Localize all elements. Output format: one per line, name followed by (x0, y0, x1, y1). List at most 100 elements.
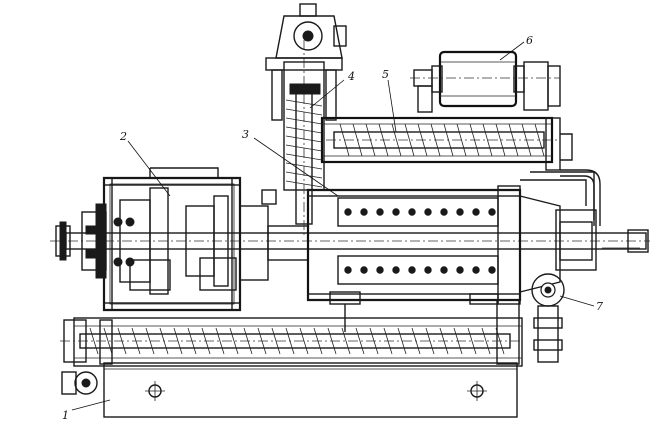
callout-3-label: 3 (242, 128, 249, 141)
screw-flight (355, 327, 365, 355)
screw-flight (159, 327, 169, 355)
drain-valve (329, 291, 499, 332)
mixing-pin (392, 208, 400, 216)
gear-train (119, 187, 237, 295)
screw-flight (243, 327, 253, 355)
screw-flight (495, 327, 505, 355)
mixing-pin (376, 266, 384, 274)
gearbox-housing (102, 167, 242, 312)
screw-flight (534, 123, 545, 157)
screw-flight (285, 135, 323, 143)
mixing-pin (376, 208, 384, 216)
screw-flight (425, 327, 435, 355)
upper-screw-conveyor (320, 116, 573, 171)
screw-flight (469, 123, 480, 157)
screw-flight (215, 327, 225, 355)
screw-flight (229, 327, 239, 355)
screw-flight (285, 117, 323, 125)
screw-flight (417, 123, 428, 157)
mixing-pin (456, 266, 464, 274)
screw-flight (285, 153, 323, 161)
screw-flight (508, 123, 519, 157)
mixing-pin (344, 266, 352, 274)
screw-flight (481, 327, 491, 355)
screw-flight (383, 327, 393, 355)
mixing-pin (360, 208, 368, 216)
callout-5: 5 (382, 68, 397, 133)
right-end-housing (520, 171, 597, 271)
screw-flight (285, 126, 323, 134)
callout-7: 7 (559, 295, 603, 313)
mixing-chamber (306, 185, 561, 305)
callout-2: 2 (119, 130, 171, 197)
callout-5-label: 5 (382, 68, 389, 81)
left-bearings (81, 203, 135, 279)
mixing-pin (440, 208, 448, 216)
screw-flight (285, 180, 323, 188)
screw-flight (103, 327, 113, 355)
screw-flight (89, 327, 99, 355)
mixing-pin (424, 208, 432, 216)
callout-6-label: 6 (526, 34, 533, 47)
transfer-pipe (560, 169, 601, 226)
screw-flight (285, 171, 323, 179)
callout-1-label: 1 (62, 409, 69, 422)
vertical-feed-screw (265, 3, 347, 236)
screw-flight (299, 327, 309, 355)
screw-flight (521, 123, 532, 157)
coupling (239, 189, 309, 281)
screw-flight (187, 327, 197, 355)
screw-flight (145, 327, 155, 355)
callout-7-label: 7 (596, 300, 603, 313)
screw-flight (313, 327, 323, 355)
screw-flight (453, 327, 463, 355)
mixing-pin (488, 266, 496, 274)
callout-6: 6 (499, 34, 533, 61)
mixing-pin (472, 208, 480, 216)
screw-flight (285, 144, 323, 152)
lower-screw-conveyor (60, 327, 520, 355)
mixing-pin (392, 266, 400, 274)
screw-flight (482, 123, 493, 157)
mixing-pin (488, 208, 496, 216)
callout-4-label: 4 (347, 70, 355, 83)
screw-flight (369, 327, 379, 355)
screw-flight (117, 327, 127, 355)
screw-flight (201, 327, 211, 355)
mixing-pin (440, 266, 448, 274)
base-frame (103, 362, 518, 418)
screw-flight (327, 327, 337, 355)
mixing-pin (456, 208, 464, 216)
screw-flight (467, 327, 477, 355)
mixing-pin (408, 208, 416, 216)
screw-flight (131, 327, 141, 355)
mixing-pin (424, 266, 432, 274)
screw-flight (365, 123, 376, 157)
screw-flight (285, 108, 323, 116)
lower-left-drive (61, 319, 98, 395)
screw-flight (443, 123, 454, 157)
mixing-pin (360, 266, 368, 274)
screw-flight (495, 123, 506, 157)
screw-flight (439, 327, 449, 355)
screw-flight (430, 123, 441, 157)
screw-flight (456, 123, 467, 157)
screw-flight (378, 123, 389, 157)
mixing-pin (344, 208, 352, 216)
screw-flight (341, 327, 351, 355)
mixing-pin (472, 266, 480, 274)
mixing-pin (408, 266, 416, 274)
callout-2-label: 2 (119, 130, 127, 143)
callout-4: 4 (309, 70, 355, 109)
screw-flight (352, 123, 363, 157)
callout-3: 3 (242, 128, 339, 197)
screw-flight (404, 123, 415, 157)
screw-flight (391, 123, 402, 157)
callout-1: 1 (62, 399, 111, 422)
screw-flight (257, 327, 267, 355)
screw-flight (271, 327, 281, 355)
screw-flight (339, 123, 350, 157)
screw-flight (397, 327, 407, 355)
outlet-gear (531, 273, 565, 363)
